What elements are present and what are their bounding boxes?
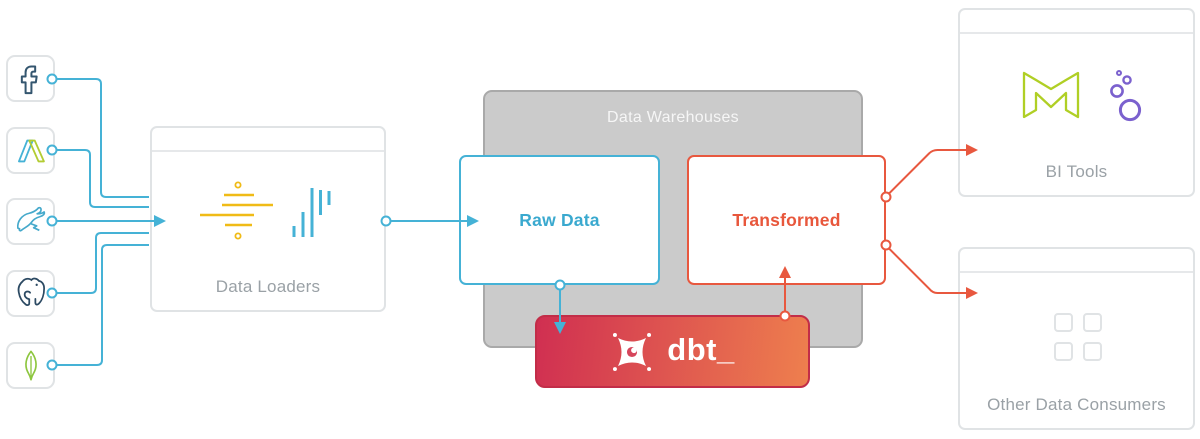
dbt-logo-icon [613, 332, 652, 371]
loader-logos [200, 181, 331, 240]
transformed-label: Transformed [732, 209, 841, 230]
bi-logos [1022, 70, 1142, 122]
source-node-mysql [6, 198, 55, 245]
bi-tools-label: BI Tools [1045, 162, 1108, 181]
bi-tools-node: BI Tools [958, 8, 1195, 197]
data-warehouses-title: Data Warehouses [607, 109, 739, 126]
wire-facebook-to-loaders [52, 78, 149, 198]
mysql-icon [16, 206, 45, 232]
source-node-facebook [6, 55, 55, 102]
wire-transformed-to-bi-tools [888, 149, 966, 195]
postgresql-icon [17, 277, 45, 306]
dbt-label: dbt_ [667, 332, 735, 367]
raw-data-label: Raw Data [519, 209, 600, 230]
looker-logo-icon [1110, 70, 1142, 122]
google-adwords-icon [17, 139, 45, 162]
window-titlebar [960, 249, 1193, 273]
stitch-logo-icon [200, 181, 273, 240]
facebook-icon [20, 65, 38, 94]
mongodb-icon [24, 350, 37, 381]
wire-postgresql-to-loaders [52, 232, 149, 294]
other-data-consumers-node: Other Data Consumers [958, 247, 1195, 430]
source-node-postgresql [6, 270, 55, 317]
window-titlebar [152, 128, 384, 152]
wire-transformed-to-other-consumers [888, 247, 966, 294]
transformed-node: Transformed [687, 155, 886, 285]
wire-adwords-to-loaders [52, 149, 149, 208]
consumer-grid-icon [1054, 313, 1102, 361]
dbt-node: dbt_ [535, 315, 810, 388]
data-loaders-node: Data Loaders [150, 126, 386, 312]
fivetran-logo-icon [292, 188, 331, 237]
window-titlebar [960, 10, 1193, 34]
data-loaders-label: Data Loaders [215, 277, 321, 296]
mode-logo-icon [1022, 71, 1080, 119]
source-node-mongodb [6, 342, 55, 389]
source-node-adwords [6, 127, 55, 174]
raw-data-node: Raw Data [459, 155, 660, 285]
wire-mongodb-to-loaders [52, 244, 149, 366]
other-data-consumers-label: Other Data Consumers [987, 395, 1166, 414]
